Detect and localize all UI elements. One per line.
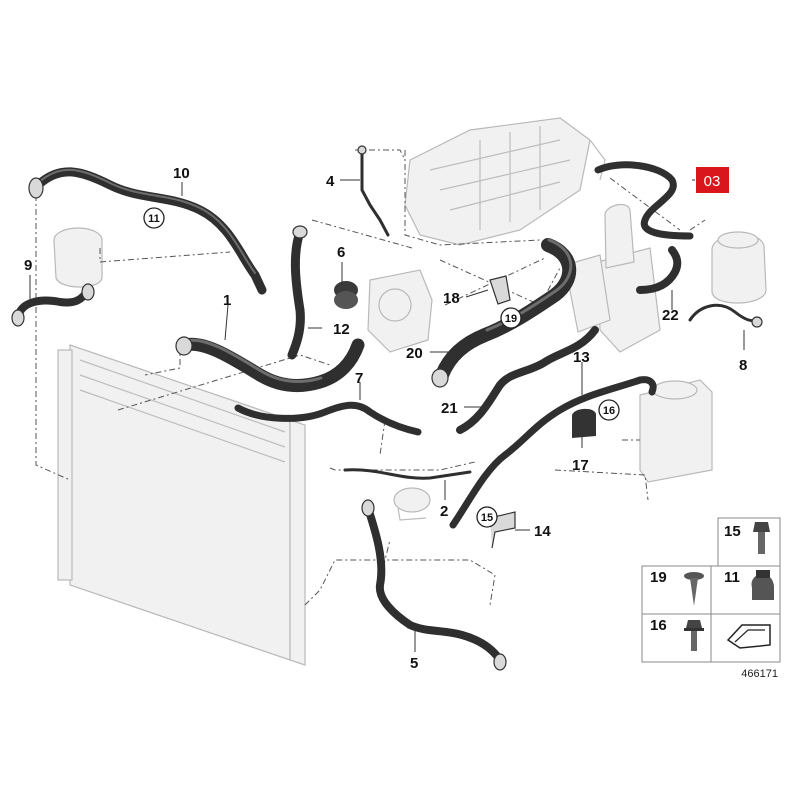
coolant-reservoir (639, 379, 713, 483)
leader-lines (29, 179, 745, 652)
hose-22 (636, 246, 682, 294)
callout-1: 1 (223, 292, 231, 309)
hose-9 (11, 283, 95, 327)
hose-1 (175, 336, 365, 393)
bolt-with-collar-icon (684, 620, 704, 651)
hose-7 (234, 401, 422, 436)
pipe-8 (688, 303, 763, 328)
callout-labels: 10 9 1 12 6 4 18 20 21 13 17 7 8 22 2 14… (24, 165, 747, 672)
hose-10 (28, 167, 267, 295)
callout-5: 5 (410, 655, 418, 672)
callout-21: 21 (441, 400, 458, 417)
callout-12: 12 (333, 321, 350, 338)
callout-14: 14 (534, 523, 551, 540)
legend-label-11: 11 (724, 569, 740, 586)
circled-ref-11: 11 (148, 213, 160, 225)
circled-ref-19: 19 (505, 313, 517, 325)
reference-number: 466171 (741, 668, 778, 680)
circled-refs: 11 19 16 15 (143, 207, 620, 528)
legend-label-19: 19 (650, 569, 667, 586)
pipe-4 (357, 145, 390, 237)
auxiliary-pump (53, 227, 103, 288)
assembly-lines (35, 149, 706, 606)
filter-housing (597, 203, 661, 353)
callout-9: 9 (24, 257, 32, 274)
part-badge: 03 (696, 167, 729, 193)
radiator (57, 344, 306, 666)
intake-manifold (404, 117, 606, 246)
bolt-icon (753, 522, 770, 554)
mount-17 (572, 408, 596, 438)
callout-8: 8 (739, 357, 747, 374)
legend-label-16: 16 (650, 617, 667, 634)
circled-ref-16: 16 (603, 405, 615, 417)
hose-13 (449, 376, 657, 529)
hose-21 (456, 326, 599, 434)
callout-20: 20 (406, 345, 423, 362)
hose-12 (287, 225, 308, 360)
callout-18: 18 (443, 290, 460, 307)
circled-ref-15: 15 (481, 512, 493, 524)
thermostat-housing (367, 269, 433, 353)
arrow-sheet-icon (726, 624, 771, 649)
pipe-2 (343, 468, 472, 480)
hose-03-top (594, 161, 694, 240)
callout-22: 22 (662, 307, 679, 324)
callout-4: 4 (326, 173, 335, 190)
callout-2: 2 (440, 503, 448, 520)
callout-17: 17 (572, 457, 589, 474)
callout-6: 6 (337, 244, 345, 261)
center-block (564, 254, 611, 333)
hose-20 (431, 238, 577, 388)
bracket-18 (489, 275, 511, 305)
callout-10: 10 (173, 165, 190, 182)
electric-pump (393, 487, 431, 521)
callout-13: 13 (573, 349, 590, 366)
screw-icon (684, 572, 704, 606)
fastener-legend: 15 19 11 16 (641, 517, 781, 663)
clamp-icon (751, 570, 774, 600)
expansion-tank-right (711, 231, 767, 304)
legend-label-15: 15 (724, 523, 741, 540)
callout-7: 7 (355, 370, 363, 387)
cap-6 (334, 281, 358, 309)
badge-text: 03 (704, 173, 721, 190)
hose-5 (361, 499, 507, 671)
